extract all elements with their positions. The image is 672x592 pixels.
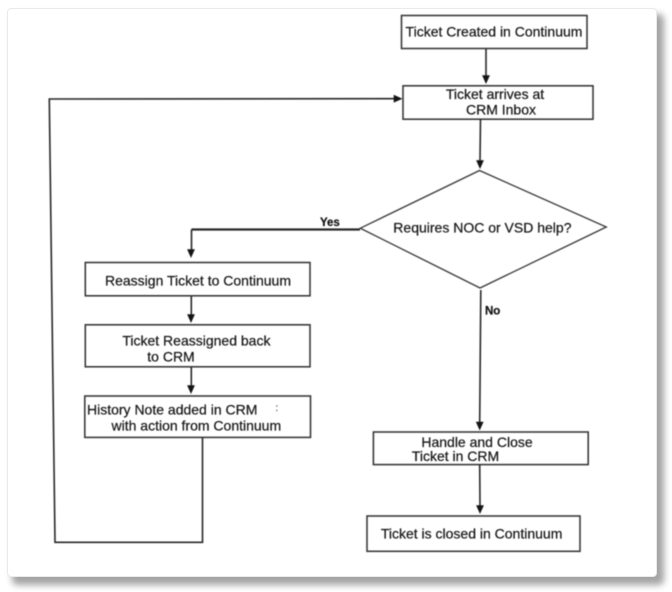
svg-text:Reassign Ticket to Continuum: Reassign Ticket to Continuum [105,272,291,288]
svg-text:Ticket arrives at: Ticket arrives at [446,86,544,102]
svg-text::: : [276,403,279,414]
svg-text:Handle and Close: Handle and Close [421,434,533,450]
svg-text:CRM Inbox: CRM Inbox [466,101,536,117]
svg-text:Yes: Yes [320,217,340,229]
svg-text:to CRM: to CRM [147,349,194,365]
svg-text:Ticket Reassigned back: Ticket Reassigned back [122,332,271,348]
svg-text:Requires NOC or VSD help?: Requires NOC or VSD help? [393,220,571,236]
svg-text:with action from Continuum: with action from Continuum [111,417,282,433]
svg-text:Ticket Created in Continuum: Ticket Created in Continuum [406,23,583,39]
svg-text:Ticket is closed in Continuum: Ticket is closed in Continuum [381,526,563,542]
svg-text:History Note added in CRM: History Note added in CRM [87,402,257,418]
svg-text:Ticket in CRM: Ticket in CRM [412,448,499,464]
svg-text:No: No [485,306,500,318]
